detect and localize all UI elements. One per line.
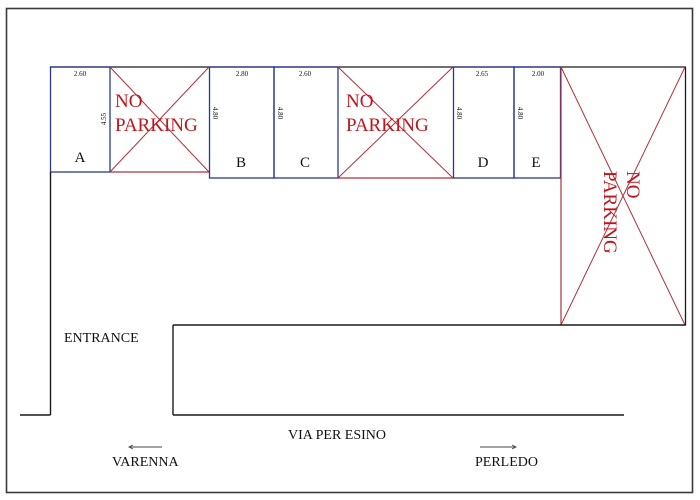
- stall-c: [273, 66, 339, 179]
- road-name-label: VIA PER ESINO: [288, 428, 386, 443]
- no-parking-2-line1: NO: [346, 91, 373, 112]
- no-parking-1-line1: NO: [115, 91, 142, 112]
- stall-d-depth: 4.80: [455, 107, 463, 120]
- stall-e-label: E: [531, 155, 540, 171]
- arrow-left-icon: [127, 444, 162, 450]
- outer-frame: [5, 7, 694, 494]
- stall-b-label: B: [236, 155, 246, 171]
- stall-c-width: 2.60: [299, 70, 312, 78]
- no-parking-3-line1: NO: [622, 171, 643, 198]
- no-parking-3-line2: PARKING: [599, 171, 620, 254]
- stall-d-width: 2.65: [476, 70, 489, 78]
- stall-a-label: A: [75, 150, 86, 166]
- no-parking-zone-1: [109, 66, 210, 173]
- stall-a: [49, 66, 111, 173]
- stall-c-label: C: [300, 155, 310, 171]
- lot-outline: [20, 172, 686, 416]
- arrow-right-icon: [480, 444, 518, 450]
- stall-a-depth: 4.55: [100, 112, 108, 125]
- entrance-label: ENTRANCE: [64, 331, 139, 346]
- no-parking-zone-2: [337, 66, 454, 179]
- no-parking-1-line2: PARKING: [115, 115, 198, 136]
- stall-b-width: 2.80: [236, 70, 249, 78]
- stall-c-depth: 4.80: [276, 107, 284, 120]
- stall-b-depth: 4.80: [211, 107, 219, 120]
- stall-e-width: 2.00: [532, 70, 545, 78]
- perledo-label: PERLEDO: [475, 455, 538, 470]
- no-parking-2-line2: PARKING: [346, 115, 429, 136]
- no-parking-zone-3: [560, 66, 687, 326]
- stall-e-depth: 4.80: [516, 107, 524, 120]
- stall-d-label: D: [478, 155, 489, 171]
- varenna-label: VARENNA: [112, 455, 180, 470]
- stall-a-width: 2.60: [74, 70, 87, 78]
